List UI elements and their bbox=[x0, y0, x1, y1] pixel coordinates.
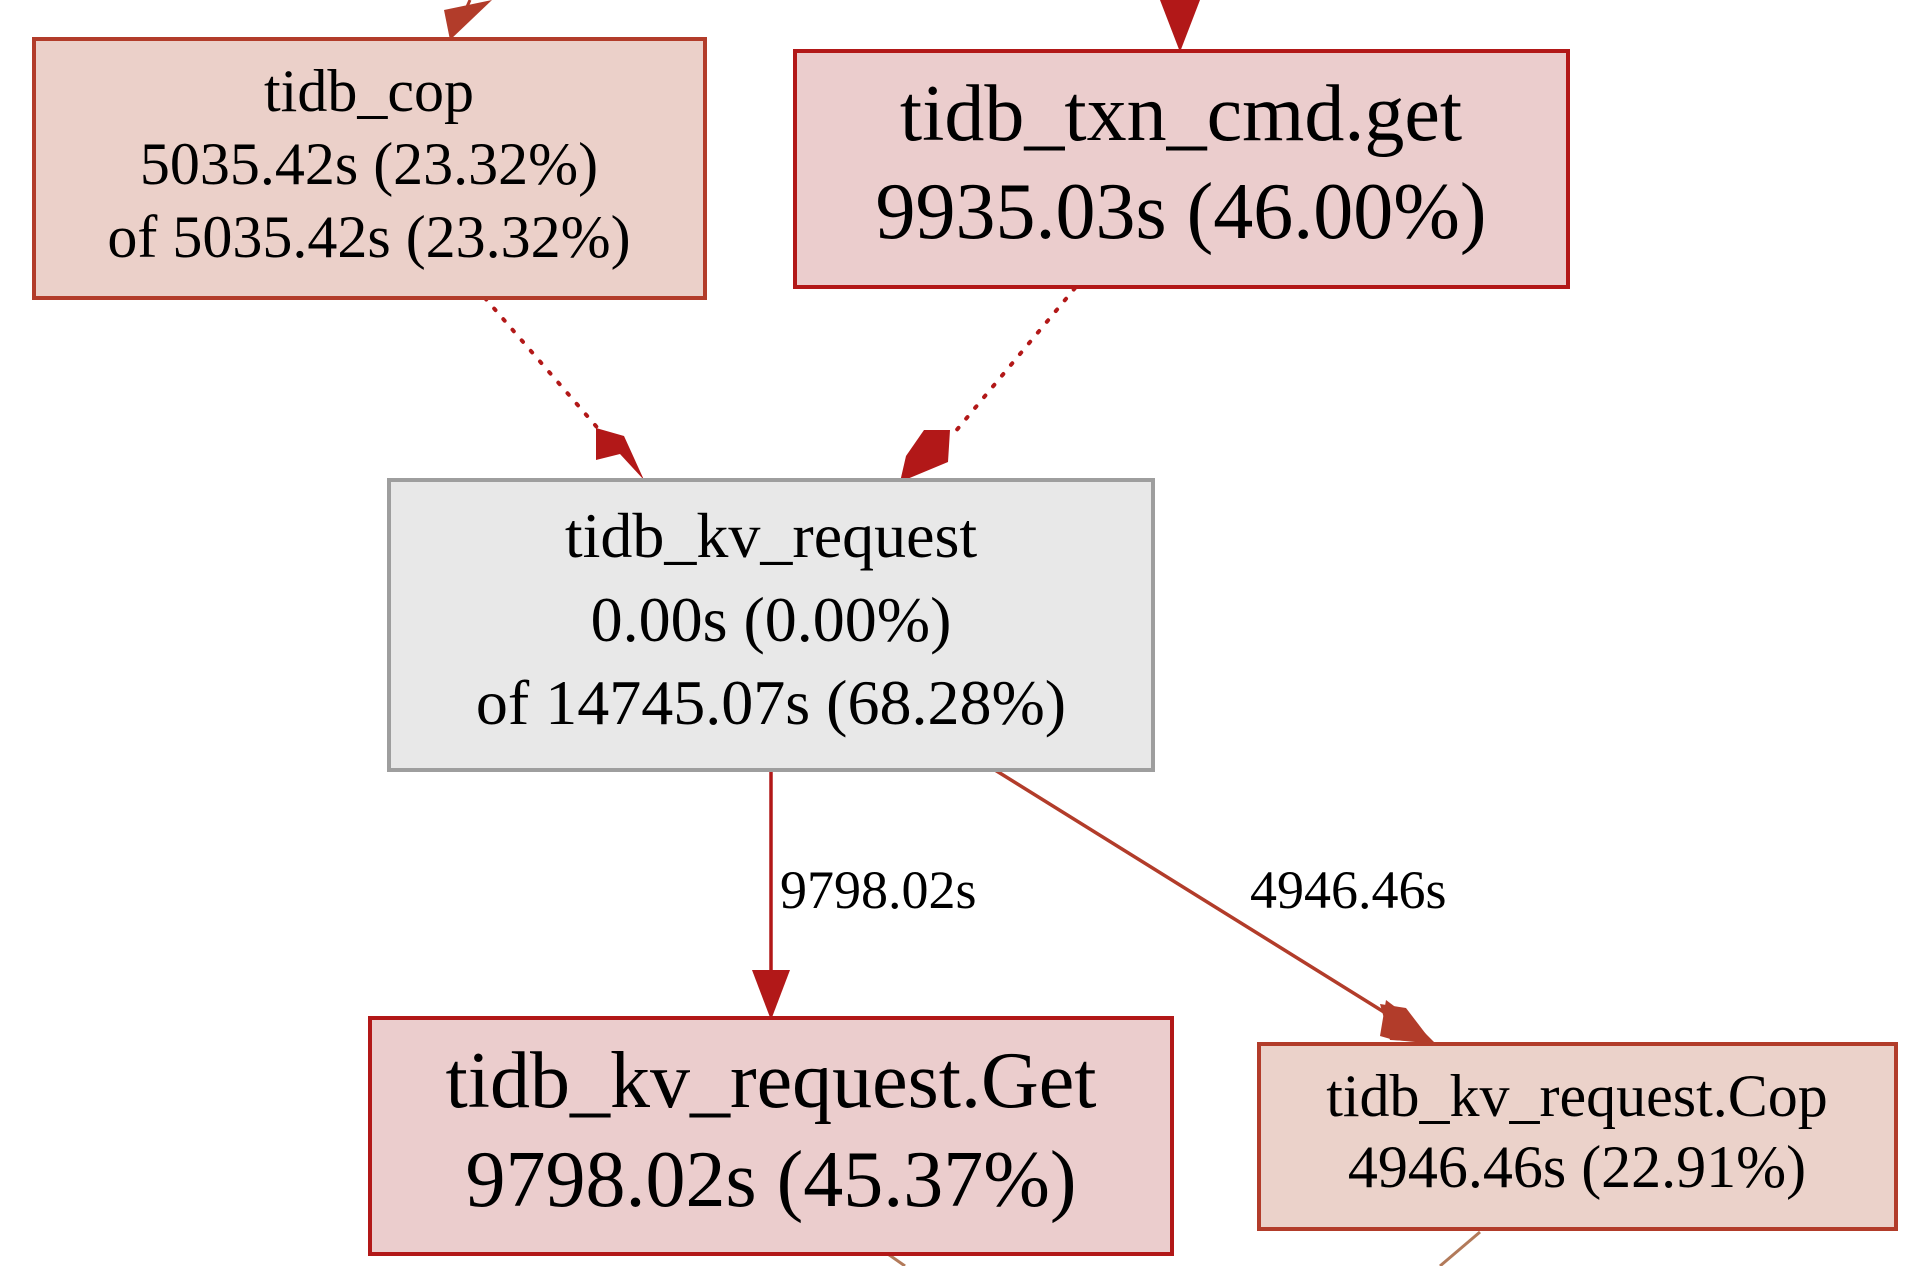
edge-outgoing-cop bbox=[1439, 1230, 1481, 1266]
edge-incoming-tidb-cop bbox=[444, 0, 492, 40]
node-tidb-txn-cmd-get[interactable]: tidb_txn_cmd.get 9935.03s (46.00%) bbox=[793, 49, 1570, 289]
node-flat-tidb-txn-cmd-get: 9935.03s (46.00%) bbox=[875, 168, 1486, 256]
node-label-tidb-kv-request-get: tidb_kv_request.Get bbox=[446, 1037, 1097, 1125]
node-tidb-kv-request[interactable]: tidb_kv_request 0.00s (0.00%) of 14745.0… bbox=[387, 478, 1155, 772]
node-label-tidb-cop: tidb_cop bbox=[264, 58, 474, 124]
edge-kv-request-to-cop: 4946.46s bbox=[994, 768, 1447, 1044]
node-tidb-kv-request-get[interactable]: tidb_kv_request.Get 9798.02s (45.37%) bbox=[368, 1016, 1174, 1256]
edge-tidb-cop-to-kv-request bbox=[483, 296, 644, 480]
edge-kv-request-to-get: 9798.02s bbox=[752, 770, 977, 1020]
edge-txn-cmd-get-to-kv-request bbox=[900, 286, 1077, 482]
node-flat-tidb-kv-request-cop: 4946.46s (22.91%) bbox=[1348, 1134, 1806, 1200]
node-cum-tidb-kv-request: of 14745.07s (68.28%) bbox=[476, 667, 1066, 738]
node-flat-tidb-cop: 5035.42s (23.32%) bbox=[140, 131, 598, 197]
edge-label-kv-to-get: 9798.02s bbox=[780, 860, 977, 920]
node-label-tidb-kv-request-cop: tidb_kv_request.Cop bbox=[1326, 1063, 1828, 1129]
node-flat-tidb-kv-request: 0.00s (0.00%) bbox=[591, 584, 952, 655]
node-label-tidb-txn-cmd-get: tidb_txn_cmd.get bbox=[900, 70, 1462, 158]
node-flat-tidb-kv-request-get: 9798.02s (45.37%) bbox=[465, 1136, 1076, 1224]
node-tidb-kv-request-cop[interactable]: tidb_kv_request.Cop 4946.46s (22.91%) bbox=[1257, 1042, 1898, 1231]
node-tidb-cop[interactable]: tidb_cop 5035.42s (23.32%) of 5035.42s (… bbox=[32, 37, 707, 300]
node-cum-tidb-cop: of 5035.42s (23.32%) bbox=[107, 204, 630, 270]
edge-incoming-tidb-txn-cmd-get bbox=[1160, 0, 1200, 52]
edge-label-kv-to-cop: 4946.46s bbox=[1250, 860, 1447, 920]
node-label-tidb-kv-request: tidb_kv_request bbox=[565, 500, 978, 571]
